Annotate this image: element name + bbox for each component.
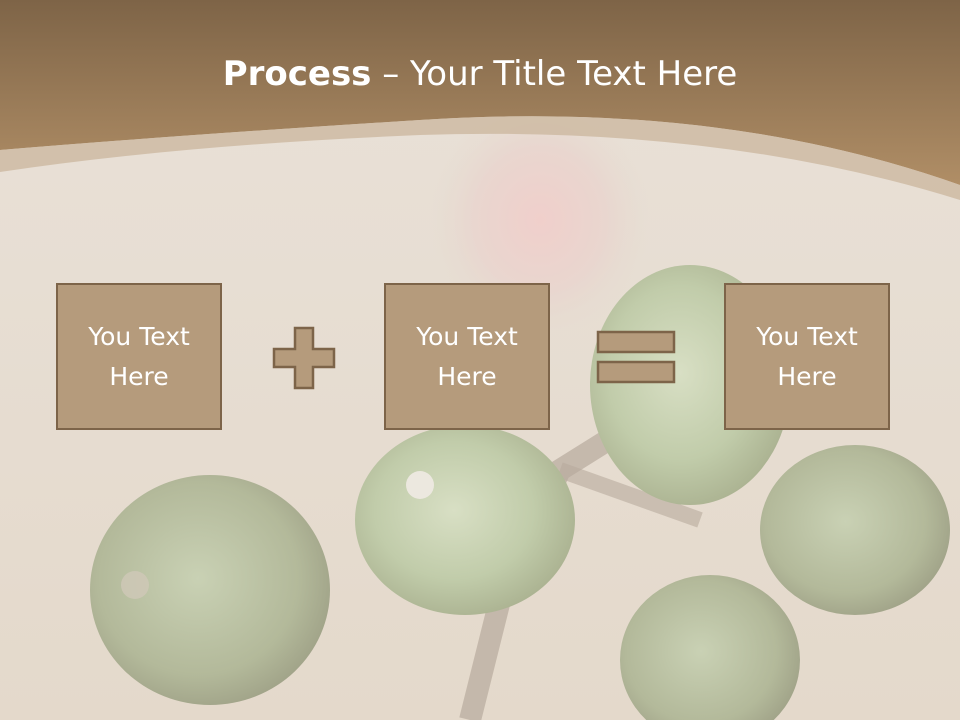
plus-icon <box>272 326 336 390</box>
equals-icon <box>596 330 676 384</box>
process-box-2[interactable]: You Text Here <box>384 283 550 430</box>
title-rest: – Your Title Text Here <box>371 54 738 94</box>
title-bold: Process <box>222 54 372 94</box>
header-band <box>0 0 960 200</box>
slide-title: Process – Your Title Text Here <box>0 52 960 96</box>
process-box-1[interactable]: You Text Here <box>56 283 222 430</box>
process-box-3[interactable]: You Text Here <box>724 283 890 430</box>
